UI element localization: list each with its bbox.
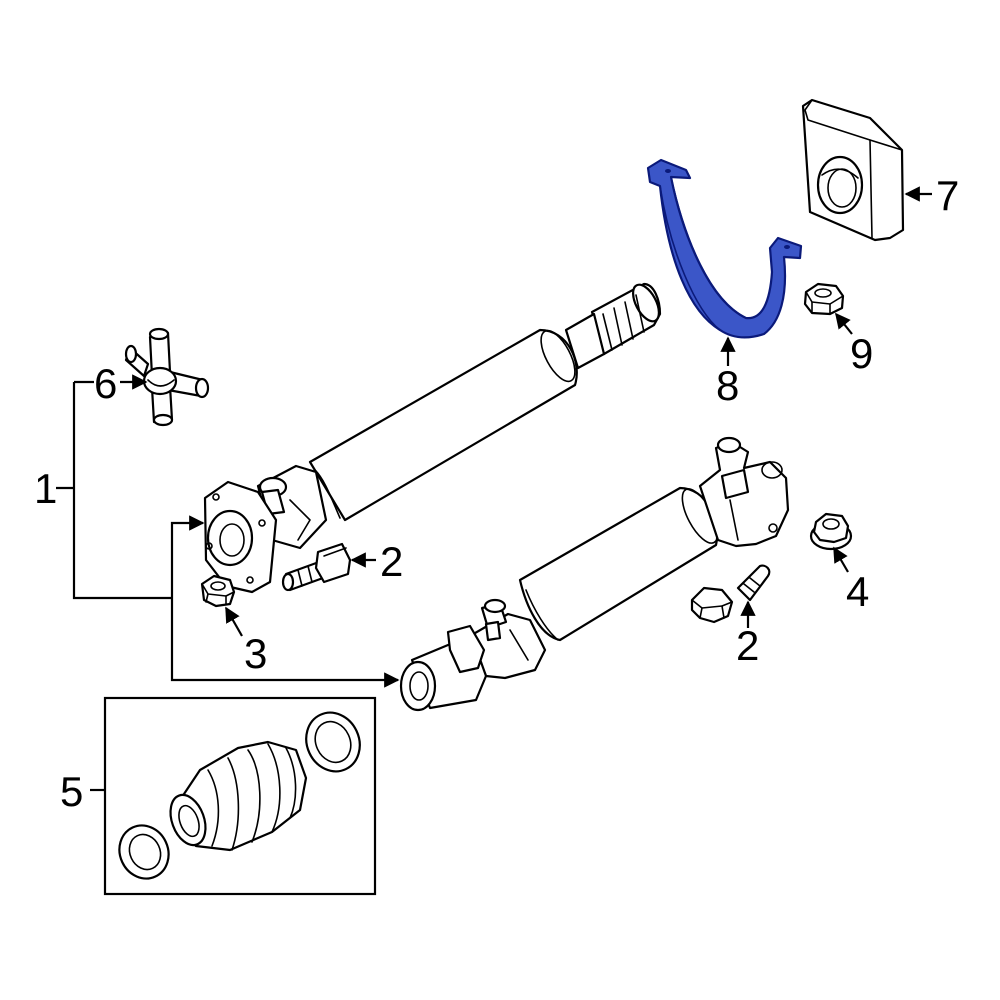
callout-6: 6 [94,360,117,407]
part-7-center-bearing-support[interactable] [801,98,905,242]
part-1-rear-driveshaft[interactable] [399,436,790,712]
part-3-nut[interactable] [200,574,236,608]
callout-9: 9 [850,330,873,377]
callout-2-lower: 2 [736,622,759,669]
part-5-kit-box [103,696,377,896]
part-9-nut[interactable] [803,282,845,316]
callout-1: 1 [34,465,57,512]
part-8-support-bracket[interactable] [646,158,803,339]
part-2-bolt-lower[interactable] [690,564,771,624]
callout-7: 7 [936,172,959,219]
callout-2-upper: 2 [380,538,403,585]
part-2-bolt-upper[interactable] [281,542,352,592]
part-6-universal-joint[interactable] [124,327,210,427]
callout-5: 5 [60,768,83,815]
part-1-front-driveshaft[interactable] [203,281,664,594]
leader-lines [56,186,932,792]
callout-4: 4 [846,568,869,615]
callout-labels: 1 2 2 3 4 5 6 7 8 9 [34,172,959,815]
callout-8: 8 [716,362,739,409]
part-4-flange-nut[interactable] [809,512,853,551]
callout-3: 3 [244,630,267,677]
part-5-boot-kit[interactable] [111,704,369,887]
